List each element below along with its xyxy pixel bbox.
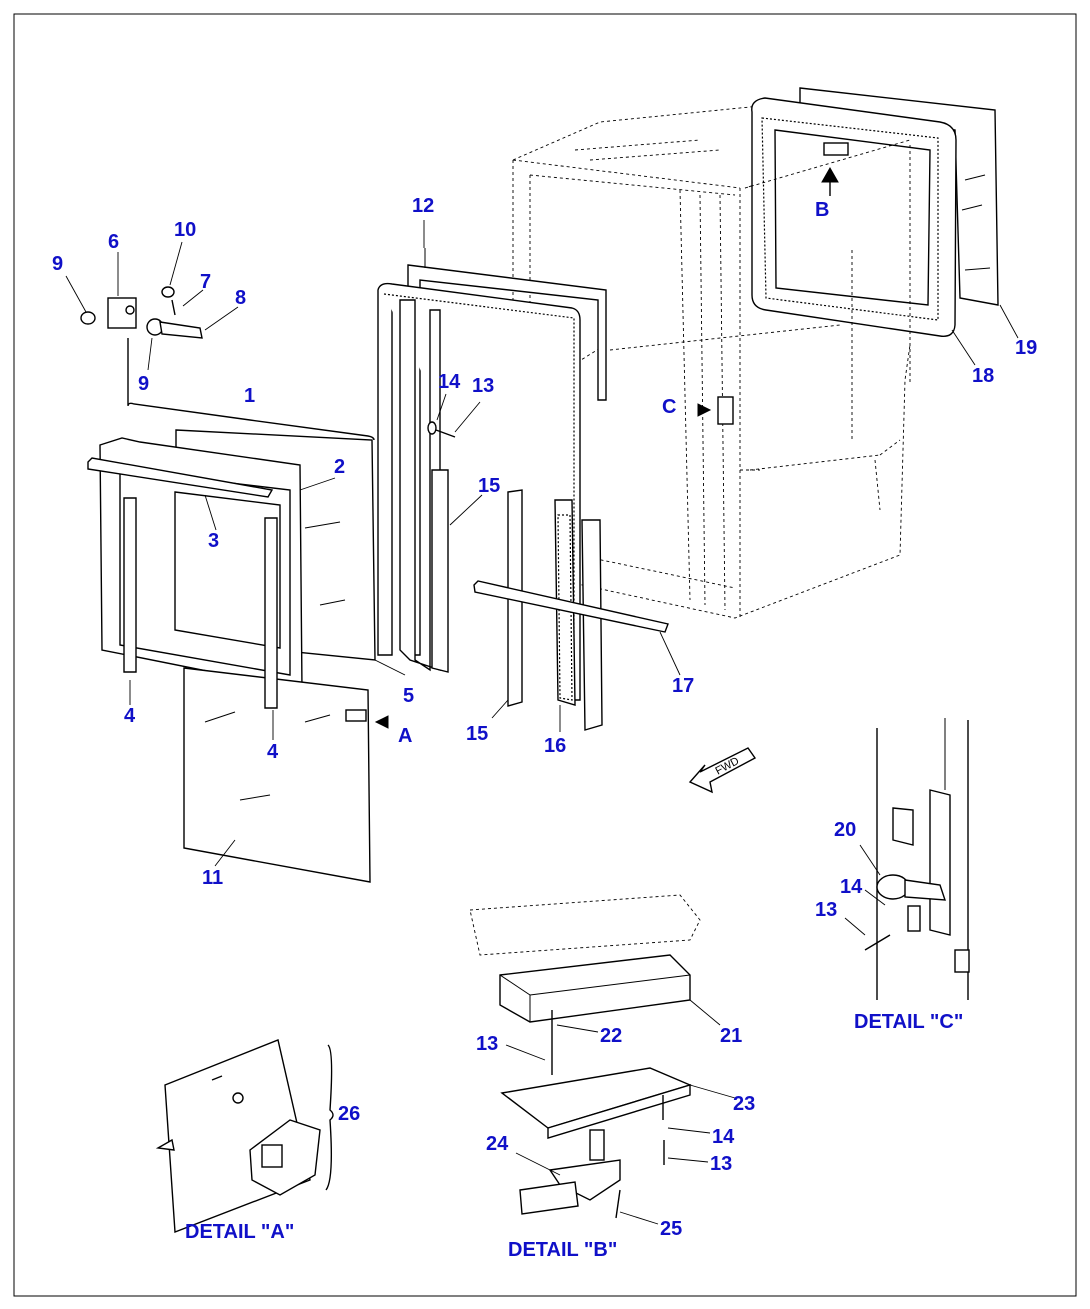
callout-6: 6 (108, 231, 119, 253)
view-ref-b: B (815, 199, 829, 221)
fwd-arrow-icon: FWD (688, 747, 757, 794)
rear-window-seal-18 (751, 97, 957, 337)
detail-c-label: DETAIL "C" (854, 1011, 963, 1033)
latch-c (717, 396, 734, 425)
callout-13-detail-c: 13 (815, 899, 837, 921)
detail-b-label: DETAIL "B" (508, 1239, 617, 1261)
callout-3: 3 (208, 530, 219, 552)
detail-a-drawing (155, 1039, 334, 1233)
door-strip-4-right (264, 517, 278, 709)
callout-9-lower: 9 (138, 373, 149, 395)
lower-glass-11 (183, 667, 371, 883)
callout-5: 5 (403, 685, 414, 707)
bolt-13-upper (427, 421, 456, 438)
rail-17 (473, 580, 669, 633)
callout-9: 9 (52, 253, 63, 275)
callout-15-lower: 15 (466, 723, 488, 745)
detail-a-label: DETAIL "A" (185, 1221, 294, 1243)
page-border (13, 13, 1077, 1297)
fwd-text: FWD (713, 755, 741, 777)
callout-7: 7 (200, 271, 211, 293)
callout-16: 16 (544, 735, 566, 757)
callout-22: 22 (600, 1025, 622, 1047)
callout-17: 17 (672, 675, 694, 697)
callout-12: 12 (412, 195, 434, 217)
door-bar-3 (87, 457, 274, 498)
callout-13-detail-b: 13 (476, 1033, 498, 1055)
view-ref-a: A (398, 725, 412, 747)
callout-25: 25 (660, 1218, 682, 1240)
callout-14-upper: 14 (438, 371, 461, 393)
callout-4-left: 4 (124, 705, 136, 727)
arrow-c-icon (697, 403, 712, 417)
callout-18: 18 (972, 365, 994, 387)
callout-24: 24 (486, 1133, 509, 1155)
callout-14-detail-c: 14 (840, 876, 863, 898)
callout-21: 21 (720, 1025, 742, 1047)
detail-b-drawing (469, 894, 701, 1219)
callout-26: 26 (338, 1103, 360, 1125)
callout-4-right: 4 (267, 741, 279, 763)
callout-14-detail-b: 14 (712, 1126, 735, 1148)
callout-20: 20 (834, 819, 856, 841)
callout-8: 8 (235, 287, 246, 309)
arrow-a-icon (374, 715, 389, 729)
callout-15-upper: 15 (478, 475, 500, 497)
door-frame-1 (99, 437, 303, 691)
callout-19: 19 (1015, 337, 1037, 359)
callout-23: 23 (733, 1093, 755, 1115)
callout-13-detail-b-lower: 13 (710, 1153, 732, 1175)
detail-c-drawing (864, 718, 970, 1000)
view-ref-c: C (662, 396, 676, 418)
callout-13-upper: 13 (472, 375, 494, 397)
callout-2: 2 (334, 456, 345, 478)
callout-1: 1 (244, 385, 255, 407)
hinge-parts (80, 286, 203, 405)
callout-10: 10 (174, 219, 196, 241)
callout-11: 11 (202, 867, 223, 889)
leader-lines (65, 220, 1019, 1225)
door-strip-4-left (123, 497, 137, 673)
